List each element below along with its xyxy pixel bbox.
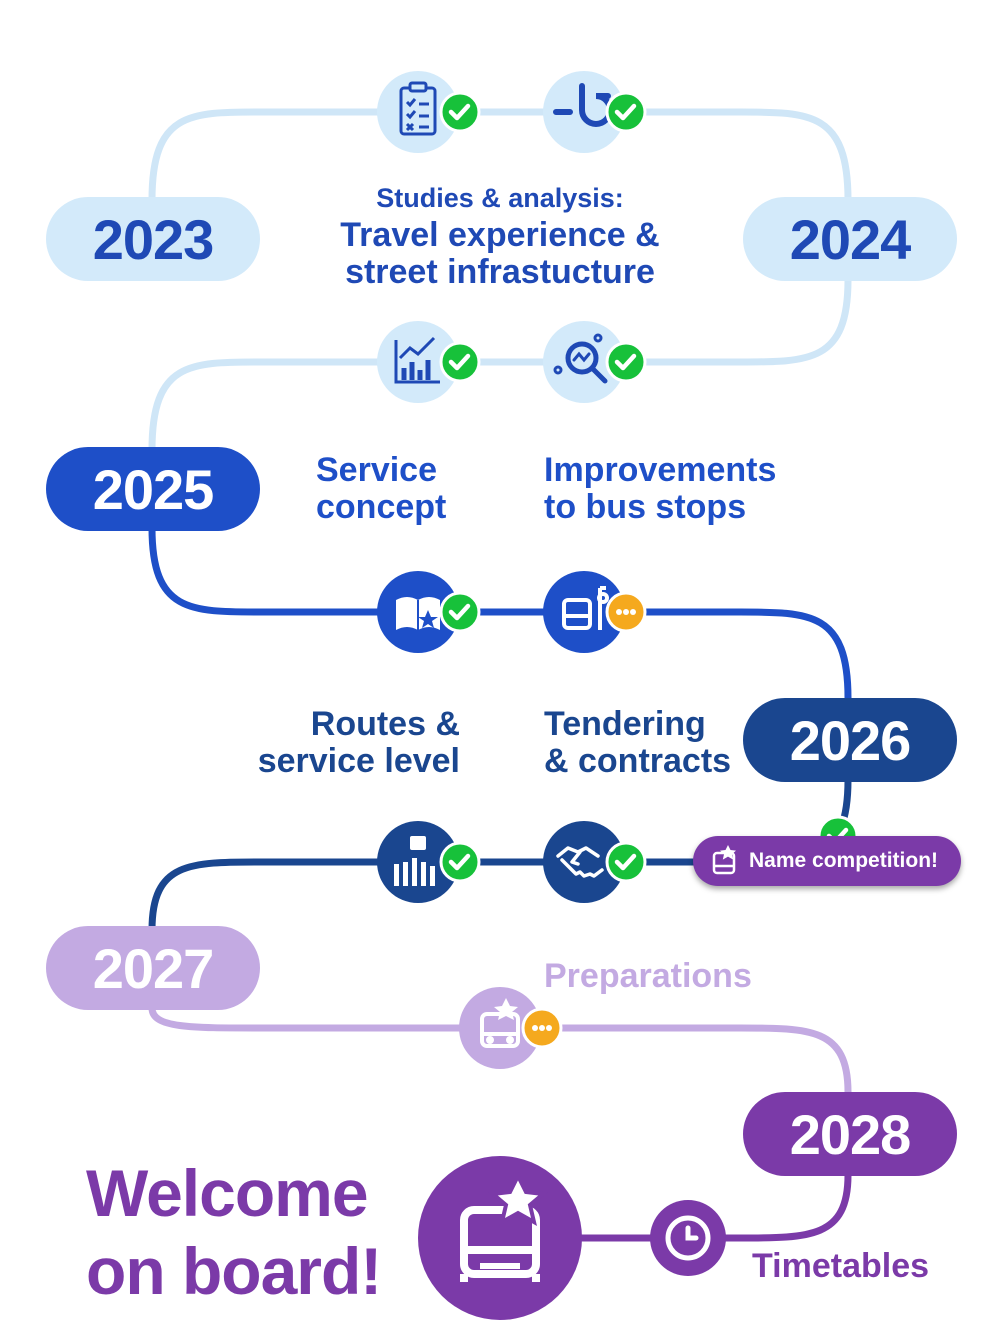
welcome-line-1: Welcome (86, 1156, 369, 1230)
year-2027: 2027 (92, 936, 215, 1000)
service-concept-line-1: Service (316, 451, 437, 489)
routes-line-2: service level (257, 741, 460, 780)
magnifier-analysis-icon (553, 333, 608, 384)
launch-bus-circle (418, 1156, 582, 1320)
service-concept-line-2: concept (316, 487, 447, 526)
track-2025-2026 (148, 524, 852, 702)
done-check-icon (439, 841, 481, 883)
milestone-analysis (543, 321, 647, 403)
bus-star-icon (480, 998, 520, 1048)
track-2023-2024 (148, 108, 852, 204)
checklist-icon (399, 81, 437, 136)
year-2026-pill: 2026 (743, 698, 957, 782)
service-concept-label: Service concept (316, 452, 446, 525)
routes-label: Routes & service level (240, 706, 460, 779)
handshake-icon (556, 846, 604, 878)
preparations-text: Preparations (544, 957, 752, 995)
timetables-text: Timetables (752, 1247, 930, 1285)
year-2028: 2028 (789, 1102, 912, 1166)
milestone-chart (377, 321, 481, 403)
done-check-icon (605, 341, 647, 383)
milestone-routes (377, 821, 481, 903)
done-check-icon (605, 841, 647, 883)
tendering-line-1: Tendering (544, 705, 706, 743)
done-check-icon (439, 91, 481, 133)
year-2023: 2023 (92, 207, 215, 271)
track-2027-2028 (148, 1004, 852, 1096)
name-competition-text: Name competition! (749, 849, 939, 872)
bus-stops-label: Improvements to bus stops (544, 452, 776, 525)
welcome-line-2: on board! (86, 1233, 382, 1308)
track-2024-2025 (148, 276, 852, 454)
milestone-timetables (650, 1200, 726, 1276)
milestone-road (543, 71, 647, 153)
milestone-service-concept (377, 571, 481, 653)
studies-line-1: Travel experience & (340, 216, 660, 255)
done-check-icon (439, 591, 481, 633)
milestone-bus-stops (543, 571, 647, 653)
year-2028-pill: 2028 (743, 1092, 957, 1176)
track-2028-end (496, 1171, 852, 1242)
timetables-label: Timetables (752, 1248, 929, 1285)
year-2025: 2025 (92, 457, 215, 521)
welcome-heading: Welcome on board! (86, 1155, 382, 1311)
book-star-icon (396, 597, 440, 630)
in-progress-dots-icon (605, 591, 647, 633)
name-competition-badge: Name competition! (693, 836, 961, 886)
routes-line-1: Routes & (310, 705, 460, 743)
year-2024: 2024 (789, 207, 912, 271)
bus-stops-line-1: Improvements (544, 451, 777, 489)
studies-line-2: street infrastucture (345, 252, 655, 291)
preparations-label: Preparations (544, 958, 752, 995)
bus-star-icon (460, 1171, 548, 1282)
year-2024-pill: 2024 (743, 197, 957, 281)
tendering-line-2: & contracts (544, 741, 732, 780)
milestone-checklist (377, 71, 481, 153)
growth-chart-icon (394, 336, 440, 384)
year-2023-pill: 2023 (46, 197, 260, 281)
milestone-preparations (459, 987, 563, 1069)
studies-intro: Studies & analysis: (376, 183, 624, 213)
road-infrastructure-icon (553, 83, 613, 127)
done-check-icon (439, 341, 481, 383)
bus-frequency-icon (394, 836, 435, 886)
year-2025-pill: 2025 (46, 447, 260, 531)
year-2027-pill: 2027 (46, 926, 260, 1010)
bus-star-icon (705, 841, 745, 881)
bus-stops-line-2: to bus stops (544, 487, 747, 526)
bus-stop-icon (562, 586, 609, 630)
milestone-tendering (543, 821, 647, 903)
done-check-icon (605, 91, 647, 133)
studies-label: Studies & analysis: Travel experience & … (300, 183, 700, 291)
year-2026: 2026 (789, 708, 912, 772)
tendering-label: Tendering & contracts (544, 706, 731, 779)
clock-icon (665, 1215, 711, 1261)
in-progress-dots-icon (521, 1007, 563, 1049)
